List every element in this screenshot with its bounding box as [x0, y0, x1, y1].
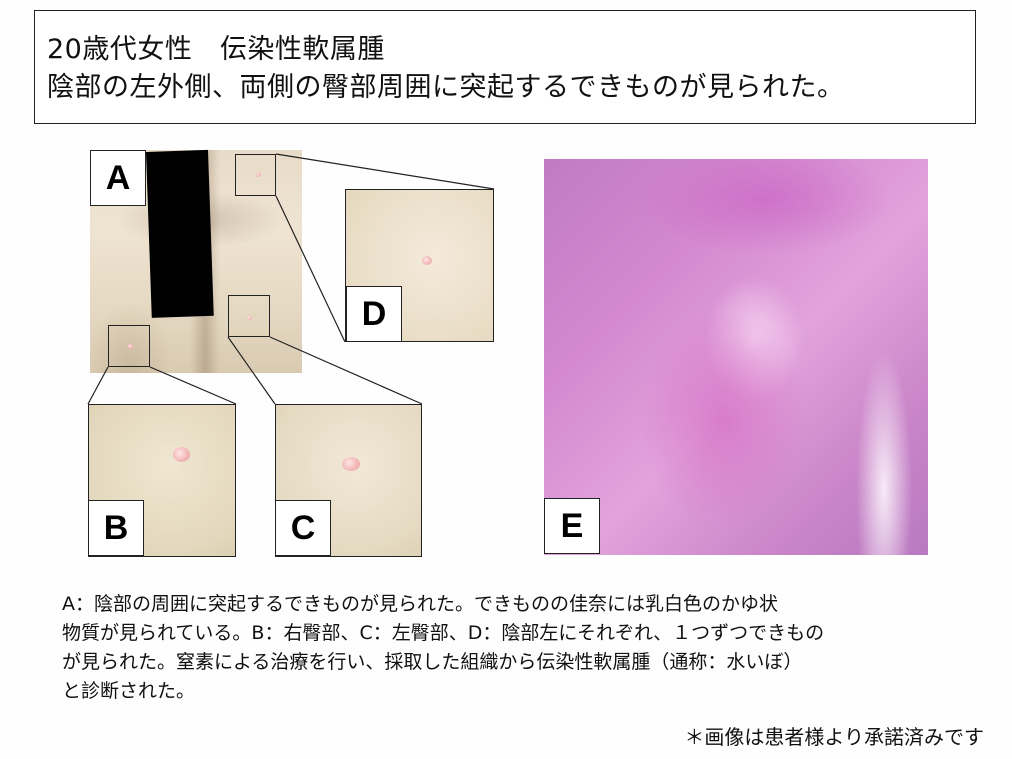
consent-note: ＊画像は患者様より承諾済みです	[684, 725, 984, 749]
caption-line: A：陰部の周囲に突起するできものが見られた。できものの佳奈には乳白色のかゆ状	[62, 593, 778, 615]
caption-text: A：陰部の周囲に突起するできものが見られた。できものの佳奈には乳白色のかゆ状 物…	[62, 590, 962, 706]
slide-title: 20歳代女性 伝染性軟属腫	[47, 34, 385, 65]
papule-a-b	[128, 344, 133, 349]
zoom-region-d	[235, 154, 276, 196]
caption-line: 物質が見られている。B：右臀部、C：左臀部、D：陰部左にそれぞれ、１つずつできも…	[62, 622, 825, 644]
papule-d	[422, 256, 432, 265]
title-box: 20歳代女性 伝染性軟属腫 陰部の左外側、両側の臀部周囲に突起するできものが見ら…	[34, 10, 976, 124]
connector-c-left	[227, 336, 276, 405]
panel-label-b: B	[88, 500, 144, 556]
caption-line: と診断された。	[62, 680, 196, 702]
connector-d-top	[275, 153, 495, 190]
papule-a-d	[256, 172, 261, 177]
connector-c-right	[269, 336, 423, 405]
zoom-region-c	[228, 295, 270, 337]
papule-c	[342, 457, 360, 471]
panel-label-d: D	[346, 286, 402, 342]
connector-d-bottom	[275, 195, 346, 343]
panel-label-c: C	[275, 500, 331, 556]
papule-b	[173, 447, 190, 462]
caption-line: が見られた。窒素による治療を行い、採取した組織から伝染性軟属腫（通称：水いぼ）	[62, 651, 803, 673]
connector-b-left	[87, 366, 109, 405]
connector-b-right	[149, 366, 237, 405]
zoom-region-b	[108, 325, 150, 367]
panel-label-e: E	[544, 498, 600, 554]
panel-label-a: A	[90, 150, 146, 206]
slide-subtitle: 陰部の左外側、両側の臀部周囲に突起するできものが見られた。	[47, 72, 845, 103]
histology-photo-e	[544, 159, 928, 555]
papule-a-c	[247, 316, 252, 320]
